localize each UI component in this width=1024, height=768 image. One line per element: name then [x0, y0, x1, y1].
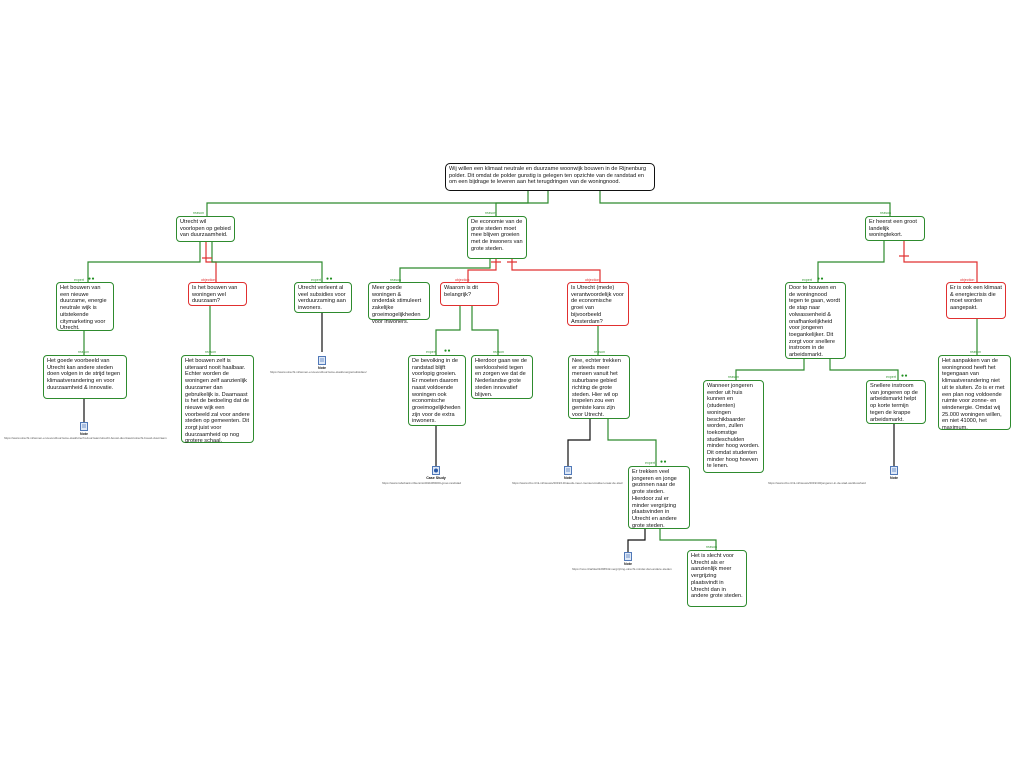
- expert-node[interactable]: Het bouwen van een nieuwe duurzame, ener…: [56, 282, 114, 331]
- evidence-url[interactable]: https://www.cbs.nl/nl-nl/nieuws/2019/13/…: [512, 481, 623, 485]
- evidence-url[interactable]: https://nos.nl/artikel/2296542-vergrijzi…: [572, 567, 672, 571]
- reason-node[interactable]: Het bouwen zelf is uiteraard nooit haalb…: [181, 355, 254, 444]
- document-icon[interactable]: [318, 356, 326, 365]
- node-tag: expert: [74, 278, 84, 282]
- node-tag: expert: [886, 375, 896, 379]
- document-icon[interactable]: [624, 552, 632, 561]
- evidence-label: Note: [564, 476, 572, 480]
- reason-node[interactable]: Hierdoor gaan we de werkloosheid tegen e…: [471, 355, 533, 399]
- rating-dots: ●●: [444, 348, 452, 354]
- evidence-label: Note: [80, 432, 88, 436]
- node-tag: expert: [802, 278, 812, 282]
- case-study-icon[interactable]: [432, 466, 440, 475]
- node-tag: reason: [594, 350, 605, 354]
- rating-dots: ●●: [817, 276, 825, 282]
- evidence-url[interactable]: https://www.utrecht.nl/wonen-en-leven/du…: [270, 370, 367, 374]
- reason-node[interactable]: Het is slecht voor Utrecht als er aanzie…: [687, 550, 747, 607]
- evidence-label: Note: [318, 366, 326, 370]
- evidence-url[interactable]: https://www.rabobank.nl/kennis/d01108000…: [382, 481, 461, 485]
- reason-node[interactable]: Het goede voorbeeld van Utrecht kan ande…: [43, 355, 127, 399]
- node-tag: reason: [193, 211, 204, 215]
- document-icon[interactable]: [890, 466, 898, 475]
- expert-node[interactable]: Utrecht verleent al veel subsidies voor …: [294, 282, 352, 313]
- rating-dots: ●●: [660, 459, 668, 465]
- objection-node[interactable]: Is Utrecht (mede) verantwoordelijk voor …: [567, 282, 629, 326]
- node-tag: objection: [960, 278, 975, 282]
- document-icon[interactable]: [80, 422, 88, 431]
- node-tag: reason: [706, 545, 717, 549]
- evidence-label: Case Study: [426, 476, 446, 480]
- node-tag: expert: [426, 350, 436, 354]
- reason-node[interactable]: Meer goede woningen & onderdak stimuleer…: [368, 282, 430, 325]
- node-tag: reason: [880, 211, 891, 215]
- node-tag: objection: [585, 278, 600, 282]
- rating-dots: ●●: [88, 276, 96, 282]
- objection-node[interactable]: Er is ook een klimaat & energiecrisis di…: [946, 282, 1006, 319]
- expert-node[interactable]: Door te bouwen en de woningnood tegen te…: [785, 282, 846, 359]
- reason-node[interactable]: Het aanpakken van de woningnood heeft he…: [938, 355, 1011, 431]
- node-tag: reason: [78, 350, 89, 354]
- node-tag: reason: [493, 350, 504, 354]
- expert-node[interactable]: Snellere instroom van jongeren op de arb…: [866, 380, 926, 424]
- node-tag: reason: [485, 211, 496, 215]
- node-tag: objection: [201, 278, 216, 282]
- reason-node[interactable]: Er heerst een groot landelijk woningteko…: [865, 216, 925, 241]
- node-tag: expert: [645, 461, 655, 465]
- document-icon[interactable]: [564, 466, 572, 475]
- evidence-url[interactable]: https://www.utrecht.nl/wonen-en-leven/du…: [4, 436, 167, 440]
- expert-node[interactable]: Er trekken veel jongeren en jonge gezinn…: [628, 466, 690, 529]
- evidence-label: Note: [624, 562, 632, 566]
- expert-node[interactable]: De bevolking in de randstad blijft voorl…: [408, 355, 466, 426]
- rating-dots: ●●: [901, 373, 909, 379]
- reason-node[interactable]: Wanneer jongeren eerder uit huis kunnen …: [703, 380, 764, 473]
- node-tag: reason: [390, 278, 401, 282]
- root-claim[interactable]: Wij willen een klimaat neutrale en duurz…: [445, 163, 655, 191]
- node-tag: reason: [728, 375, 739, 379]
- node-tag: reason: [205, 350, 216, 354]
- node-tag: reason: [970, 350, 981, 354]
- objection-node[interactable]: Waarom is dit belangrijk?: [440, 282, 499, 306]
- evidence-url[interactable]: https://www.cbs.nl/nl-nl/nieuws/2019/40/…: [768, 481, 866, 485]
- node-tag: objection: [455, 278, 470, 282]
- objection-node[interactable]: Is het bouwen van woningen wel duurzaam?: [188, 282, 247, 306]
- node-tag: expert: [311, 278, 321, 282]
- reason-node[interactable]: De economie van de grote steden moet mee…: [467, 216, 527, 259]
- rating-dots: ●●: [326, 276, 334, 282]
- reason-node[interactable]: Utrecht wil voorlopen op gebied van duur…: [176, 216, 235, 242]
- reason-node[interactable]: Nee, echter trekken er steeds meer mense…: [568, 355, 630, 419]
- evidence-label: Note: [890, 476, 898, 480]
